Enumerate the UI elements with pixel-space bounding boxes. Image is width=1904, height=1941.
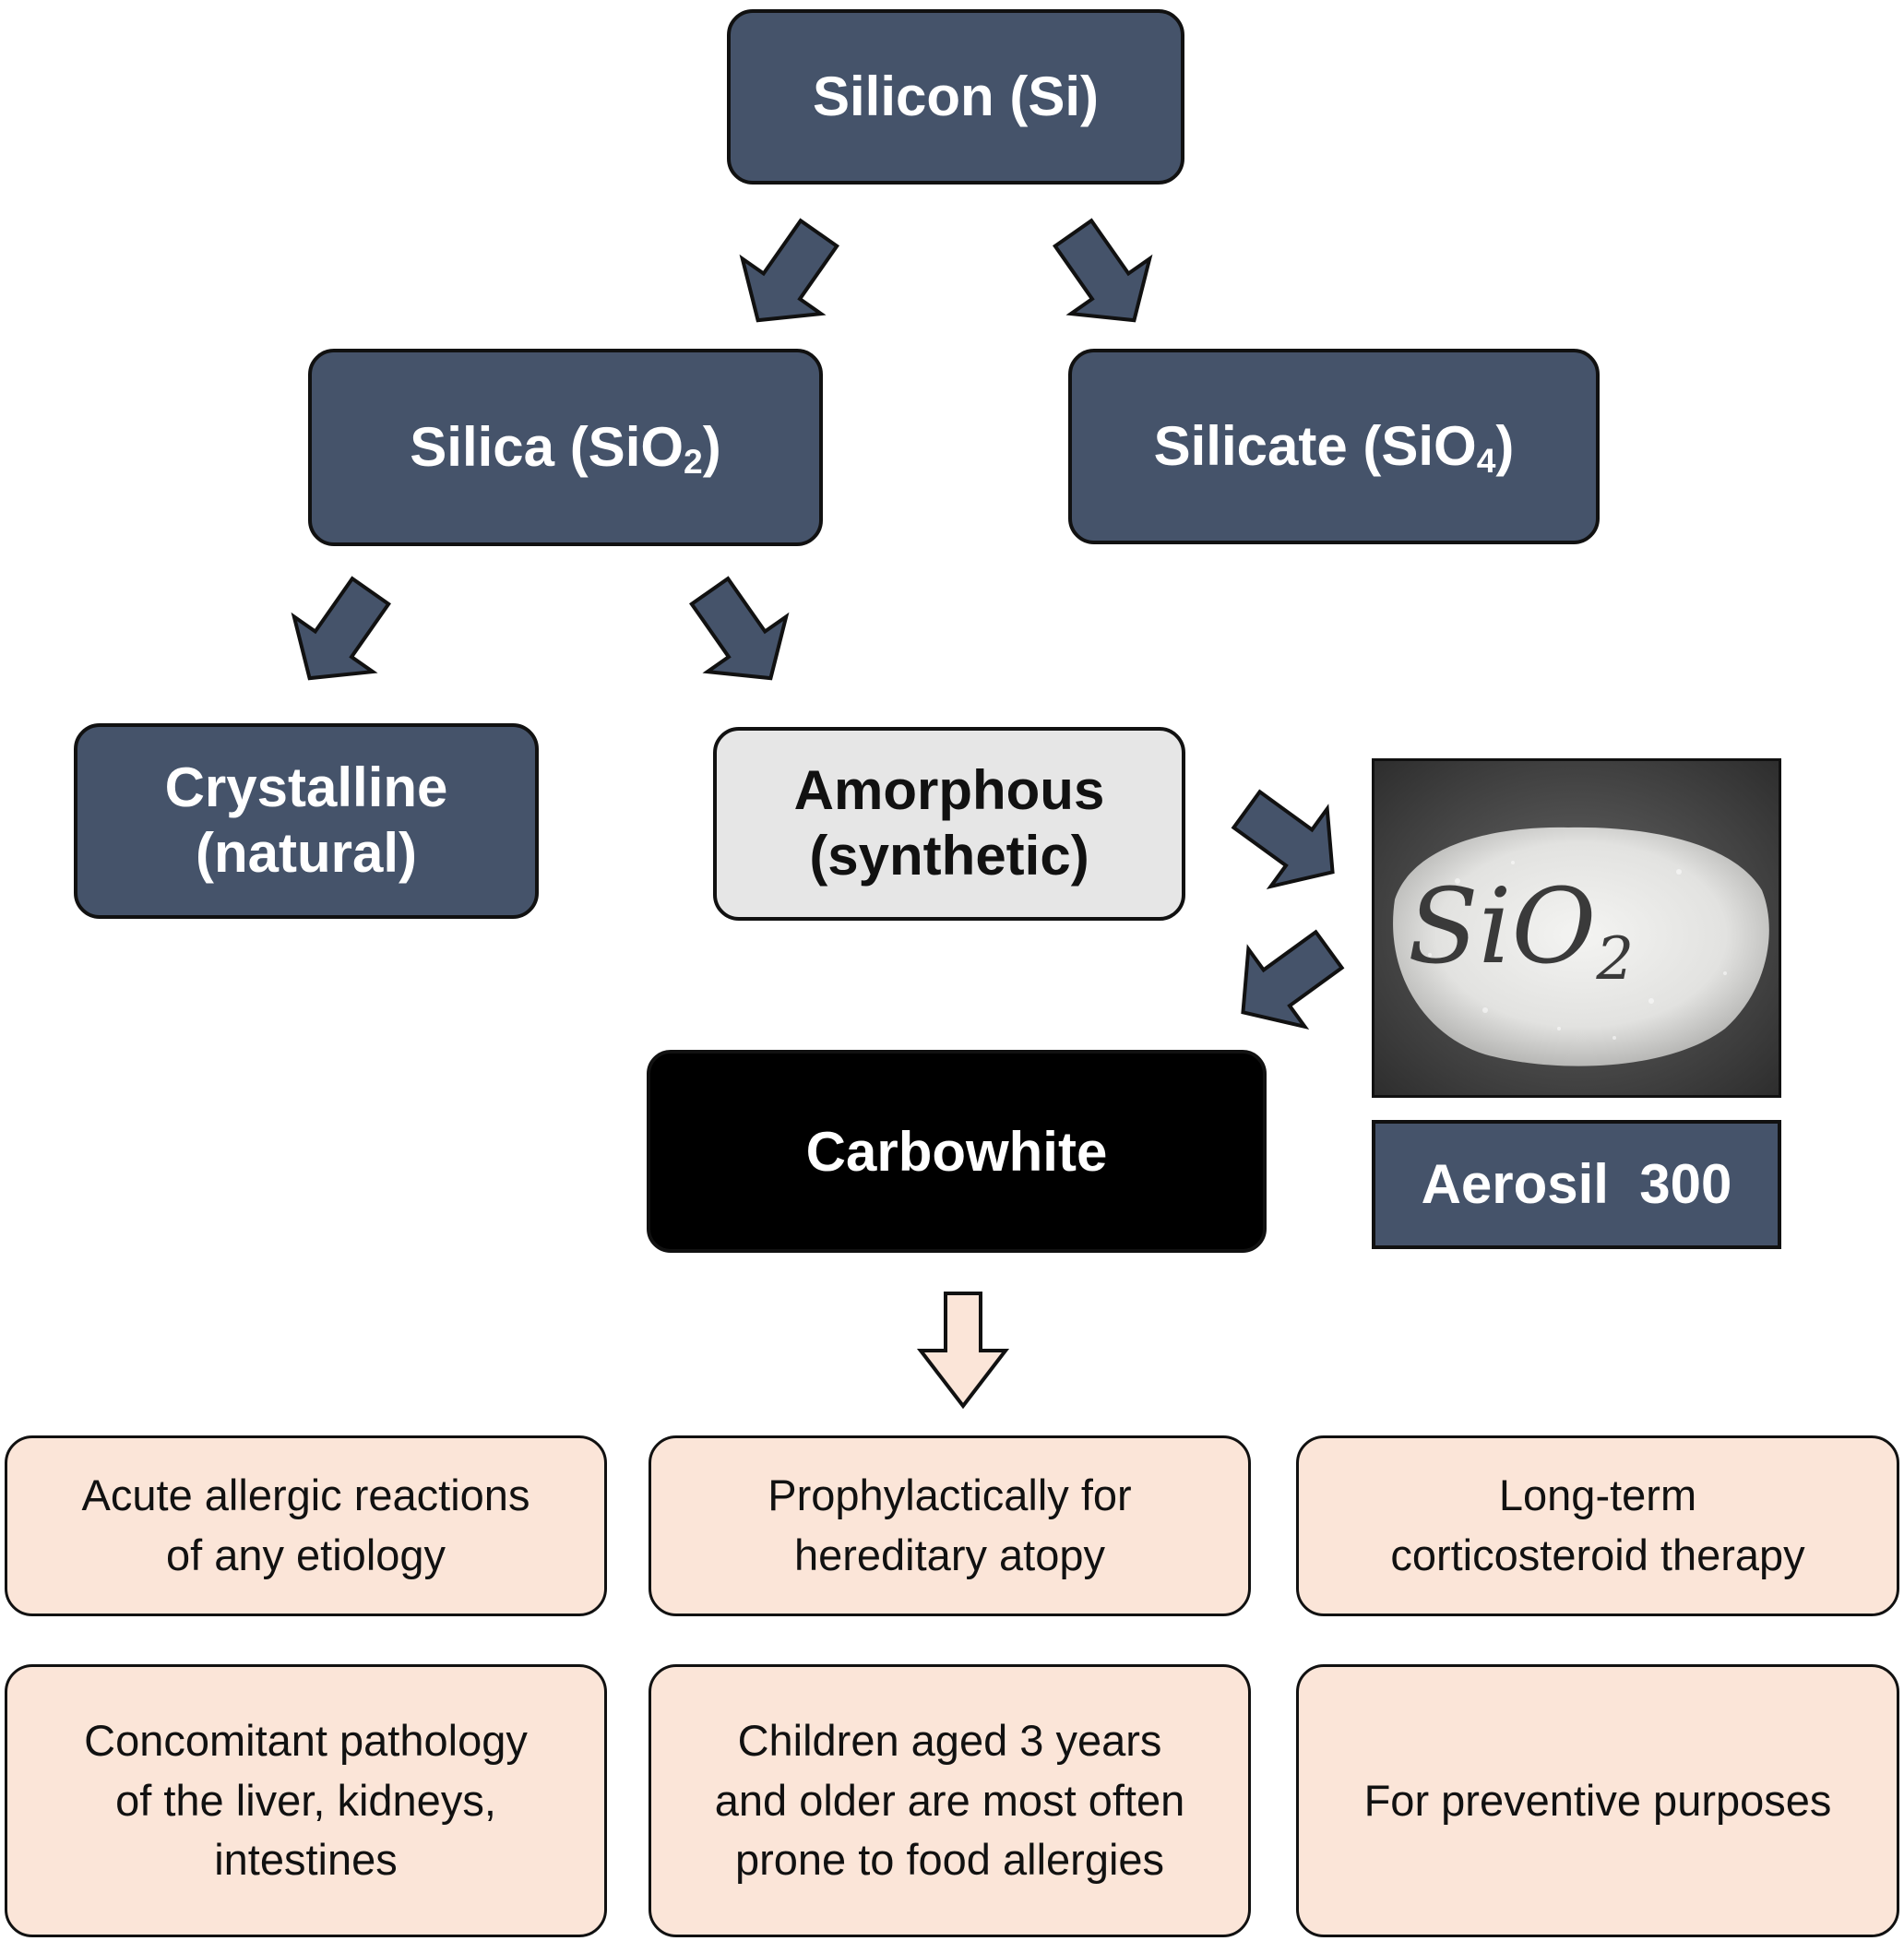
indication-concomitant-pathology: Concomitant pathology of the liver, kidn… [5,1664,607,1937]
arrow-silica-to-amorphous [689,576,790,681]
node-amorphous-line2: (synthetic) [809,825,1089,887]
arrow-silica-to-crystalline [291,576,391,681]
indication-children-food-allergies: Children aged 3 years and older are most… [649,1664,1251,1937]
sio2-powder-image: SiO2 [1374,761,1779,1095]
node-silicon: Silicon (Si) [727,9,1184,185]
node-carbowhite: Carbowhite [647,1050,1267,1253]
node-silica-label: Silica (SiO2) [410,415,721,481]
node-aerosil: Aerosil 300 [1372,1120,1781,1249]
node-amorphous: Amorphous (synthetic) [713,727,1185,921]
indication-acute-allergic: Acute allergic reactions of any etiology [5,1435,607,1616]
node-carbowhite-label: Carbowhite [805,1120,1108,1183]
indication-corticosteroid: Long-term corticosteroid therapy [1296,1435,1899,1616]
node-crystalline-line1: Crystalline [164,756,448,819]
node-crystalline-line2: (natural) [196,822,417,884]
arrow-silicon-to-silica [739,218,839,323]
arrow-carbowhite-to-indications [916,1292,1010,1410]
node-silicon-label: Silicon (Si) [812,65,1100,127]
node-silicate-label: Silicate (SiO4) [1153,414,1515,480]
arrow-silicon-to-silicate [1053,218,1153,323]
node-aerosil-label: Aerosil 300 [1421,1152,1732,1215]
photo-writing: SiO2 [1408,867,1634,994]
arrow-photo-to-carbowhite [1241,929,1345,1030]
indication-prophylactic-atopy: Prophylactically for hereditary atopy [649,1435,1251,1616]
node-silica: Silica (SiO2) [308,349,823,546]
sio2-powder-photo: SiO2 [1372,758,1781,1098]
arrow-amorphous-to-photo [1231,789,1335,890]
node-silicate: Silicate (SiO4) [1068,349,1600,544]
node-crystalline: Crystalline (natural) [74,723,539,919]
node-amorphous-line1: Amorphous [793,759,1105,822]
indication-preventive-purposes: For preventive purposes [1296,1664,1899,1937]
